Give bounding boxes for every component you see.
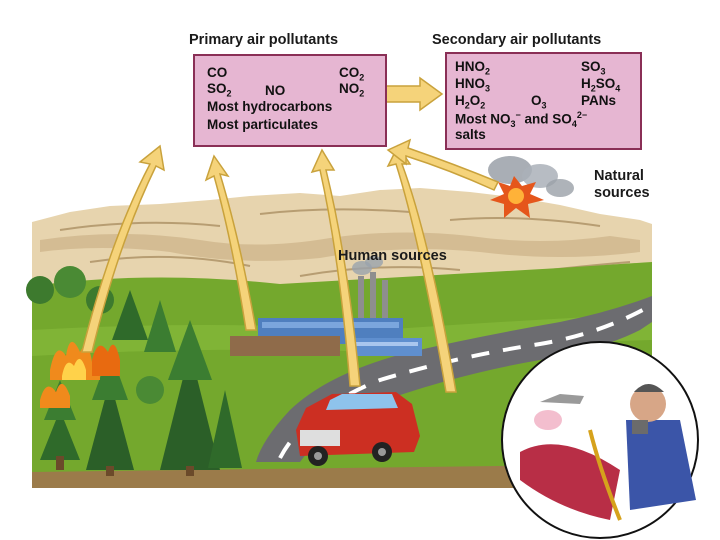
natural-sources-label: Natural sources — [594, 168, 650, 201]
arrow-primary-to-secondary — [383, 76, 444, 112]
pollutant-no: NO — [265, 83, 286, 98]
pollutant-pans: PANs — [581, 93, 617, 108]
pollutant-co: CO — [207, 65, 228, 80]
arrow-car-to-primary — [310, 148, 361, 387]
spray-painter-inset — [501, 341, 699, 539]
primary-pollutants-header: Primary air pollutants — [189, 32, 339, 48]
secondary-pollutants-box: HNO2 SO3 HNO3 H2SO4 H2O2 O3 PANs Most NO… — [445, 52, 642, 150]
road — [256, 296, 652, 462]
volcanic-eruption — [488, 156, 574, 218]
arrow-fire-to-primary — [81, 144, 165, 353]
arrow-natural-to-primary — [386, 138, 500, 191]
human-sources-label: Human sources — [338, 248, 447, 264]
pollutant-nitrate-sulfate-salts: Most NO3− and SO42− — [455, 110, 588, 130]
pollutant-particulates: Most particulates — [207, 117, 319, 132]
primary-pollutants-box: CO CO2 SO2 NO NO2 Most hydrocarbons Most… — [193, 54, 387, 147]
pollutant-h2so4: H2SO4 — [581, 76, 621, 94]
pollutant-hno3: HNO3 — [455, 76, 491, 94]
pollutant-co2: CO2 — [339, 65, 365, 83]
pollutant-h2o2: H2O2 — [455, 93, 486, 111]
factory — [230, 256, 422, 356]
pollutant-so2: SO2 — [207, 81, 232, 99]
car — [296, 392, 420, 466]
secondary-pollutants-header: Secondary air pollutants — [432, 32, 602, 48]
pollutant-hno2: HNO2 — [455, 59, 491, 77]
pollutant-hydrocarbons: Most hydrocarbons — [207, 99, 333, 114]
pollutant-salts-label: salts — [455, 127, 486, 142]
arrow-factory-to-primary — [204, 154, 257, 331]
pollutant-o3: O3 — [531, 93, 547, 111]
pollutant-so3: SO3 — [581, 59, 606, 77]
pollutant-no2: NO2 — [339, 81, 365, 99]
pollutant-arrows — [81, 76, 500, 393]
